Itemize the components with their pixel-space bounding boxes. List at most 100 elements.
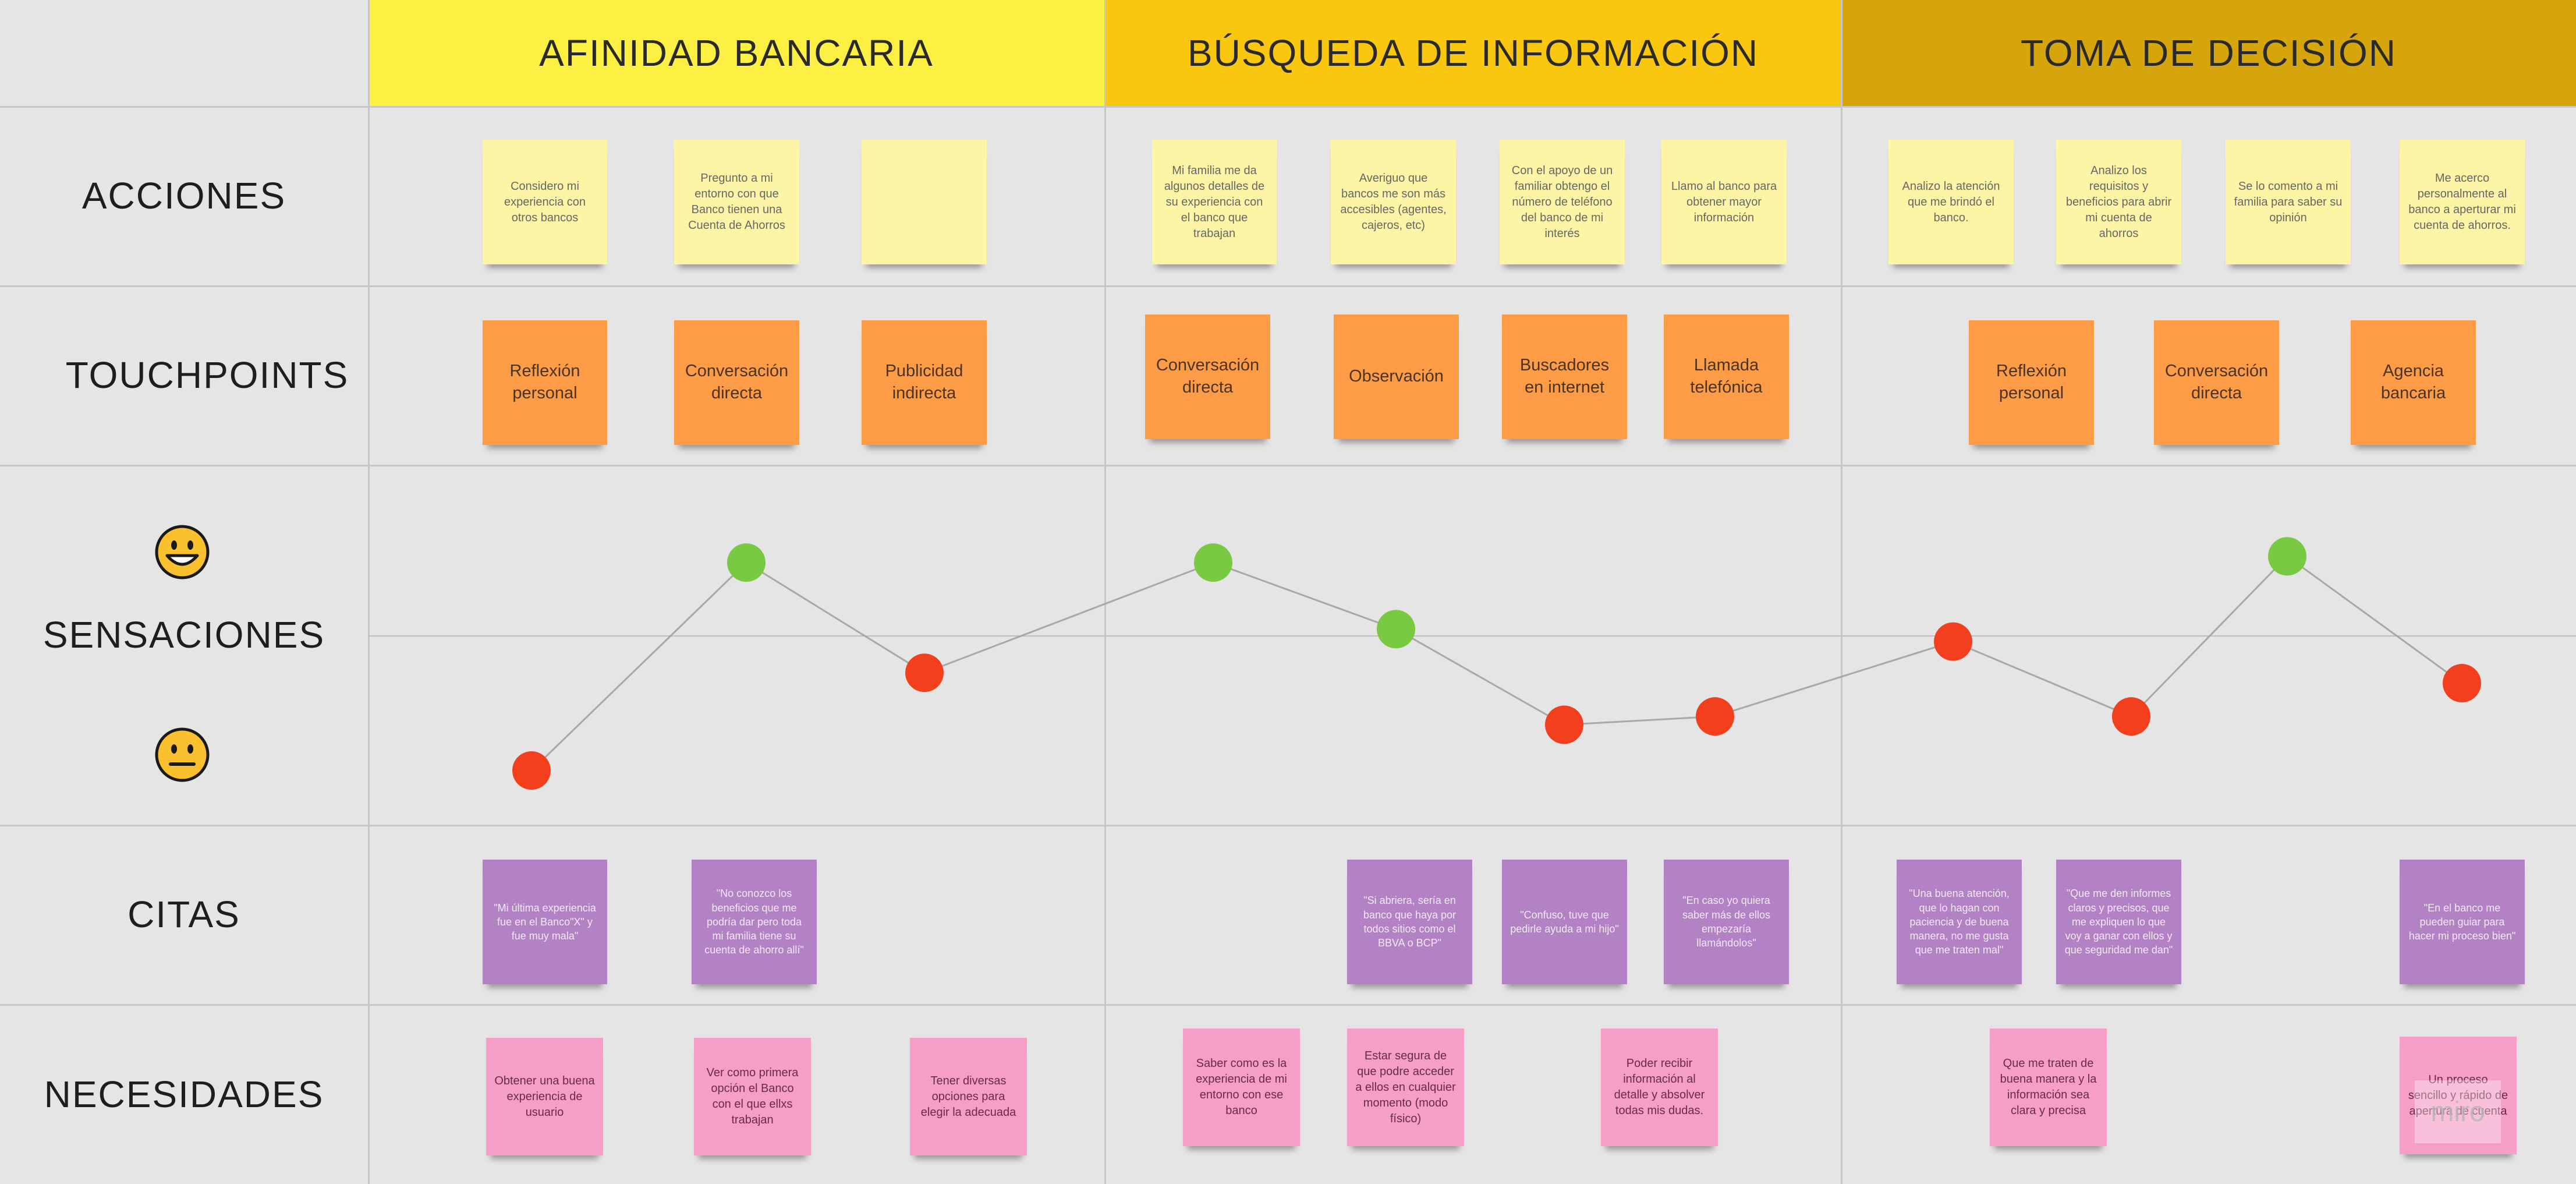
note-text: Se lo comento a mi familia para saber su… <box>2234 179 2343 224</box>
sensation-segment <box>1213 561 1397 630</box>
row-divider <box>0 106 2576 108</box>
sensation-point-positive[interactable] <box>1194 543 1232 582</box>
cita-note[interactable]: "En el banco me pueden guiar para hacer … <box>2400 860 2525 984</box>
note-text: Saber como es la experiencia de mi entor… <box>1196 1057 1287 1117</box>
note-text: "En el banco me pueden guiar para hacer … <box>2408 902 2516 942</box>
note-text: "Que me den informes claros y precisos, … <box>2064 888 2173 956</box>
note-text: Pregunto a mi entorno con que Banco tien… <box>688 172 785 232</box>
note-text: Conversación directa <box>685 362 789 402</box>
cita-note[interactable]: "No conozco los beneficios que me podría… <box>692 860 817 984</box>
note-text: Conversación directa <box>2164 362 2269 402</box>
neutral-face-icon <box>155 727 210 782</box>
sensation-segment <box>2287 556 2462 684</box>
row-label-citas: CITAS <box>127 893 240 935</box>
accion-note[interactable]: Mi familia me da algunos detalles de su … <box>1152 140 1277 264</box>
touchpoint-note[interactable]: Reflexión personal <box>1969 320 2094 445</box>
note-text: "Una buena atención, que lo hagan con pa… <box>1909 888 2010 956</box>
accion-note[interactable]: Me acerco personalmente al banco a apert… <box>2400 140 2525 264</box>
accion-note[interactable]: Averiguo que bancos me son más accesible… <box>1331 140 1456 264</box>
touchpoint-note[interactable]: Agencia bancaria <box>2351 320 2476 445</box>
note-text: Publicidad indirecta <box>885 362 963 402</box>
cita-note[interactable]: "Si abriera, sería en banco que haya por… <box>1347 860 1472 984</box>
note-text: Agencia bancaria <box>2380 362 2446 402</box>
touchpoint-note[interactable]: Conversación directa <box>2154 320 2279 445</box>
touchpoint-note[interactable]: Conversación directa <box>1145 314 1270 439</box>
note-text: Me acerco personalmente al banco a apert… <box>2408 172 2516 232</box>
sensation-segment <box>746 561 925 674</box>
sensation-point-negative[interactable] <box>1545 705 1583 744</box>
note-text: "En caso yo quiera saber más de ellos em… <box>1682 895 1771 949</box>
sensation-point-negative[interactable] <box>1934 622 1972 661</box>
touchpoint-note[interactable]: Reflexión personal <box>483 320 607 445</box>
accion-note[interactable]: Analizo la atención que me brindó el ban… <box>1888 140 2014 264</box>
stage-header-toma: TOMA DE DECISIÓN <box>1841 0 2576 106</box>
cita-note[interactable]: "Que me den informes claros y precisos, … <box>2056 860 2181 984</box>
necesidad-note[interactable]: Poder recibir información al detalle y a… <box>1601 1029 1718 1146</box>
touchpoint-note[interactable]: Observación <box>1334 314 1459 439</box>
row-label-touchpoints: TOUCHPOINTS <box>65 354 349 396</box>
touchpoint-note[interactable]: Buscadores en internet <box>1502 314 1627 439</box>
sensation-point-positive[interactable] <box>1377 610 1415 649</box>
miro-watermark: miro <box>2415 1080 2501 1143</box>
sensation-segment <box>924 561 1214 674</box>
touchpoint-note[interactable]: Publicidad indirecta <box>862 320 987 445</box>
necesidad-note[interactable]: Que me traten de buena manera y la infor… <box>1990 1029 2107 1146</box>
note-text: Tener diversas opciones para elegir la a… <box>920 1074 1016 1119</box>
accion-note[interactable] <box>862 140 987 264</box>
note-text: Analizo la atención que me brindó el ban… <box>1902 179 2000 224</box>
sensation-point-negative[interactable] <box>905 653 944 692</box>
sensation-segment <box>530 561 747 772</box>
necesidad-note[interactable]: Estar segura de que podre acceder a ello… <box>1347 1029 1464 1146</box>
note-text: Conversación directa <box>1156 356 1260 397</box>
necesidad-note[interactable]: Ver como primera opción el Banco con el … <box>694 1038 811 1155</box>
cita-note[interactable]: "Una buena atención, que lo hagan con pa… <box>1897 860 2022 984</box>
column-divider <box>368 0 370 1184</box>
note-text: "Confuso, tuve que pedirle ayuda a mi hi… <box>1510 909 1619 935</box>
sensation-point-negative[interactable] <box>2443 664 2481 703</box>
accion-note[interactable]: Pregunto a mi entorno con que Banco tien… <box>674 140 799 264</box>
cita-note[interactable]: "En caso yo quiera saber más de ellos em… <box>1664 860 1789 984</box>
note-text: Reflexión personal <box>1996 362 2067 402</box>
row-divider <box>0 825 2576 826</box>
touchpoint-note[interactable]: Llamada telefónica <box>1664 314 1789 439</box>
sensation-point-negative[interactable] <box>2112 697 2150 736</box>
note-text: Llamo al banco para obtener mayor inform… <box>1671 179 1777 224</box>
necesidad-note[interactable]: Saber como es la experiencia de mi entor… <box>1183 1029 1300 1146</box>
row-divider <box>0 465 2576 466</box>
note-text: "No conozco los beneficios que me podría… <box>704 888 804 956</box>
accion-note[interactable]: Con el apoyo de un familiar obtengo el n… <box>1500 140 1625 264</box>
note-text: Poder recibir información al detalle y a… <box>1614 1057 1705 1117</box>
row-label-acciones: ACCIONES <box>82 175 286 217</box>
cita-note[interactable]: "Mi última experiencia fue en el Banco"X… <box>483 860 607 984</box>
necesidad-note[interactable]: Obtener una buena experiencia de usuario <box>486 1038 603 1155</box>
note-text: Ver como primera opción el Banco con el … <box>706 1066 799 1126</box>
note-text: Estar segura de que podre acceder a ello… <box>1355 1049 1456 1125</box>
necesidad-note[interactable]: Un proceso sencillo y rápido de apertura… <box>2400 1037 2517 1154</box>
note-text: "Si abriera, sería en banco que haya por… <box>1363 895 1457 949</box>
sensation-point-negative[interactable] <box>512 751 551 790</box>
note-text: Llamada telefónica <box>1690 356 1763 397</box>
note-text: Averiguo que bancos me son más accesible… <box>1340 172 1447 232</box>
row-label-necesidades: NECESIDADES <box>44 1073 324 1115</box>
stage-header-busqueda: BÚSQUEDA DE INFORMACIÓN <box>1105 0 1841 106</box>
column-divider <box>1104 0 1106 1184</box>
sensation-point-positive[interactable] <box>2268 537 2306 576</box>
note-text: Considero mi experiencia con otros banco… <box>504 179 586 224</box>
accion-note[interactable]: Considero mi experiencia con otros banco… <box>483 140 607 264</box>
necesidad-note[interactable]: Tener diversas opciones para elegir la a… <box>910 1038 1027 1155</box>
note-text: Un proceso sencillo y rápido de apertura… <box>2408 1073 2508 1118</box>
note-text: Obtener una buena experiencia de usuario <box>494 1074 595 1119</box>
accion-note[interactable]: Analizo los requisitos y beneficios para… <box>2056 140 2181 264</box>
note-text: Observación <box>1349 367 1444 386</box>
row-label-sensaciones: SENSACIONES <box>42 614 325 656</box>
sensation-point-negative[interactable] <box>1696 697 1734 736</box>
accion-note[interactable]: Se lo comento a mi familia para saber su… <box>2226 140 2351 264</box>
sensation-segment <box>1953 641 2132 718</box>
cita-note[interactable]: "Confuso, tuve que pedirle ayuda a mi hi… <box>1502 860 1627 984</box>
sensation-point-positive[interactable] <box>727 543 766 582</box>
stage-header-afinidad: AFINIDAD BANCARIA <box>368 0 1105 106</box>
touchpoint-note[interactable]: Conversación directa <box>674 320 799 445</box>
accion-note[interactable]: Llamo al banco para obtener mayor inform… <box>1661 140 1787 264</box>
row-divider <box>0 285 2576 287</box>
